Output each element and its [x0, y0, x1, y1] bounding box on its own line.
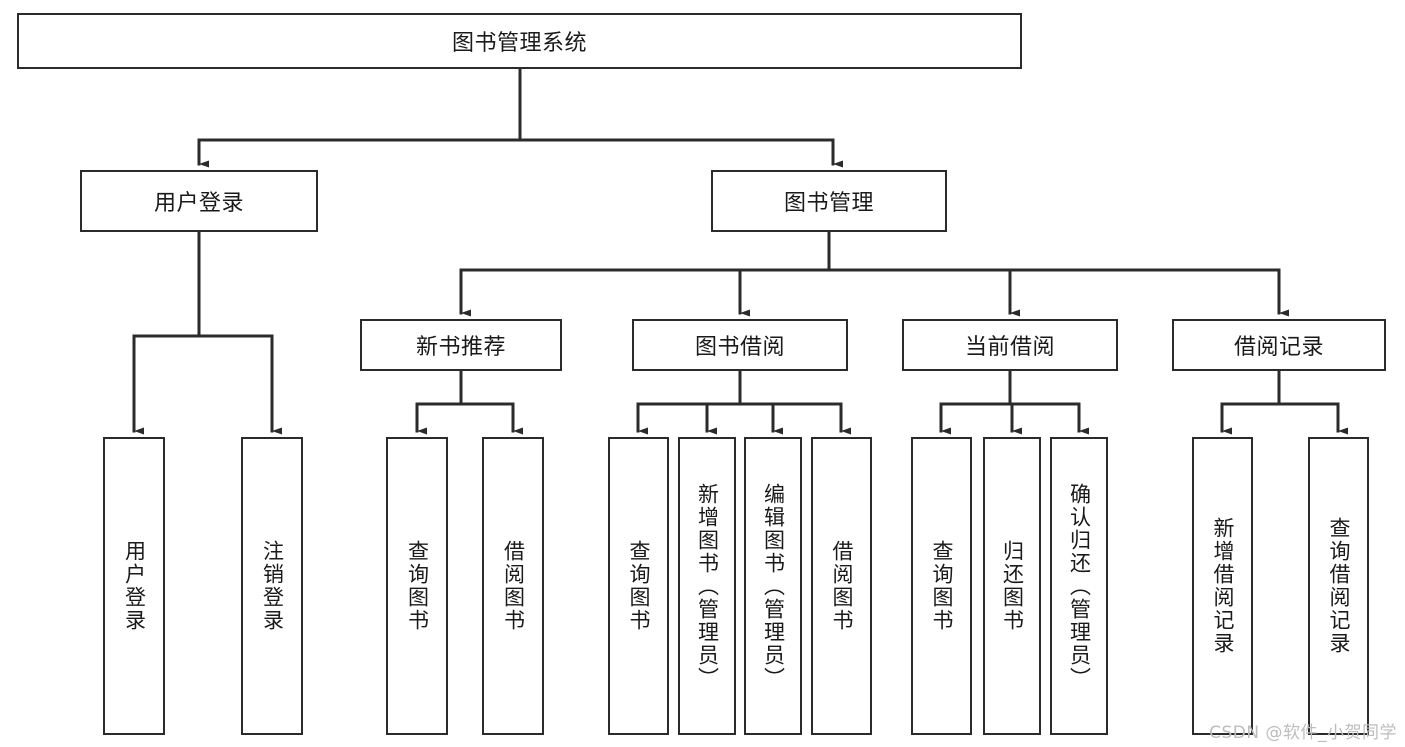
node-leaf-borrow-query-book-label: 查询图书	[627, 540, 651, 632]
node-new-book-recommend[interactable]: 新书推荐	[360, 319, 562, 371]
node-leaf-user-login[interactable]: 用户登录	[103, 437, 165, 735]
node-user-login[interactable]: 用户登录	[80, 170, 318, 232]
node-leaf-current-confirm-return-label: 确认归还（管理员）	[1067, 482, 1092, 690]
node-leaf-current-query-book-label: 查询图书	[930, 540, 954, 632]
node-leaf-recommend-query-book[interactable]: 查询图书	[386, 437, 448, 735]
node-current-borrow[interactable]: 当前借阅	[902, 319, 1118, 371]
node-book-manage-label: 图书管理	[783, 191, 874, 216]
node-leaf-recommend-query-book-label: 查询图书	[405, 540, 430, 632]
node-user-login-label: 用户登录	[153, 191, 244, 216]
node-leaf-record-query[interactable]: 查询借阅记录	[1308, 437, 1369, 735]
node-leaf-recommend-borrow-book[interactable]: 借阅图书	[482, 437, 544, 735]
node-leaf-borrow-borrow-book[interactable]: 借阅图书	[811, 437, 872, 735]
node-borrow-record[interactable]: 借阅记录	[1172, 319, 1386, 371]
node-leaf-borrow-edit-book[interactable]: 编辑图书（管理员）	[744, 437, 802, 735]
node-leaf-user-login-label: 用户登录	[122, 540, 147, 632]
node-leaf-record-add-label: 新增借阅记录	[1211, 517, 1235, 655]
node-leaf-borrow-edit-book-label: 编辑图书（管理员）	[761, 482, 786, 690]
node-book-borrow[interactable]: 图书借阅	[632, 319, 848, 371]
node-leaf-current-confirm-return[interactable]: 确认归还（管理员）	[1050, 437, 1108, 735]
node-leaf-record-add[interactable]: 新增借阅记录	[1192, 437, 1253, 735]
node-leaf-record-query-label: 查询借阅记录	[1327, 517, 1351, 655]
watermark: CSDN @软件_小贺同学	[1209, 723, 1397, 743]
node-book-borrow-label: 图书借阅	[694, 335, 785, 360]
node-leaf-current-return-book[interactable]: 归还图书	[983, 437, 1041, 735]
node-root[interactable]: 图书管理系统	[17, 13, 1022, 69]
node-book-manage[interactable]: 图书管理	[711, 170, 947, 232]
node-leaf-borrow-add-book[interactable]: 新增图书（管理员）	[678, 437, 736, 735]
node-leaf-borrow-add-book-label: 新增图书（管理员）	[695, 482, 720, 690]
node-leaf-current-return-book-label: 归还图书	[1000, 540, 1025, 632]
node-leaf-borrow-query-book[interactable]: 查询图书	[608, 437, 669, 735]
node-new-book-recommend-label: 新书推荐	[415, 335, 506, 360]
node-borrow-record-label: 借阅记录	[1233, 335, 1324, 360]
node-current-borrow-label: 当前借阅	[964, 335, 1055, 360]
node-leaf-current-query-book[interactable]: 查询图书	[911, 437, 972, 735]
node-leaf-user-logout-label: 注销登录	[260, 540, 285, 632]
node-leaf-user-logout[interactable]: 注销登录	[241, 437, 303, 735]
node-leaf-borrow-borrow-book-label: 借阅图书	[830, 540, 854, 632]
node-root-label: 图书管理系统	[451, 31, 587, 56]
node-leaf-recommend-borrow-book-label: 借阅图书	[501, 540, 526, 632]
